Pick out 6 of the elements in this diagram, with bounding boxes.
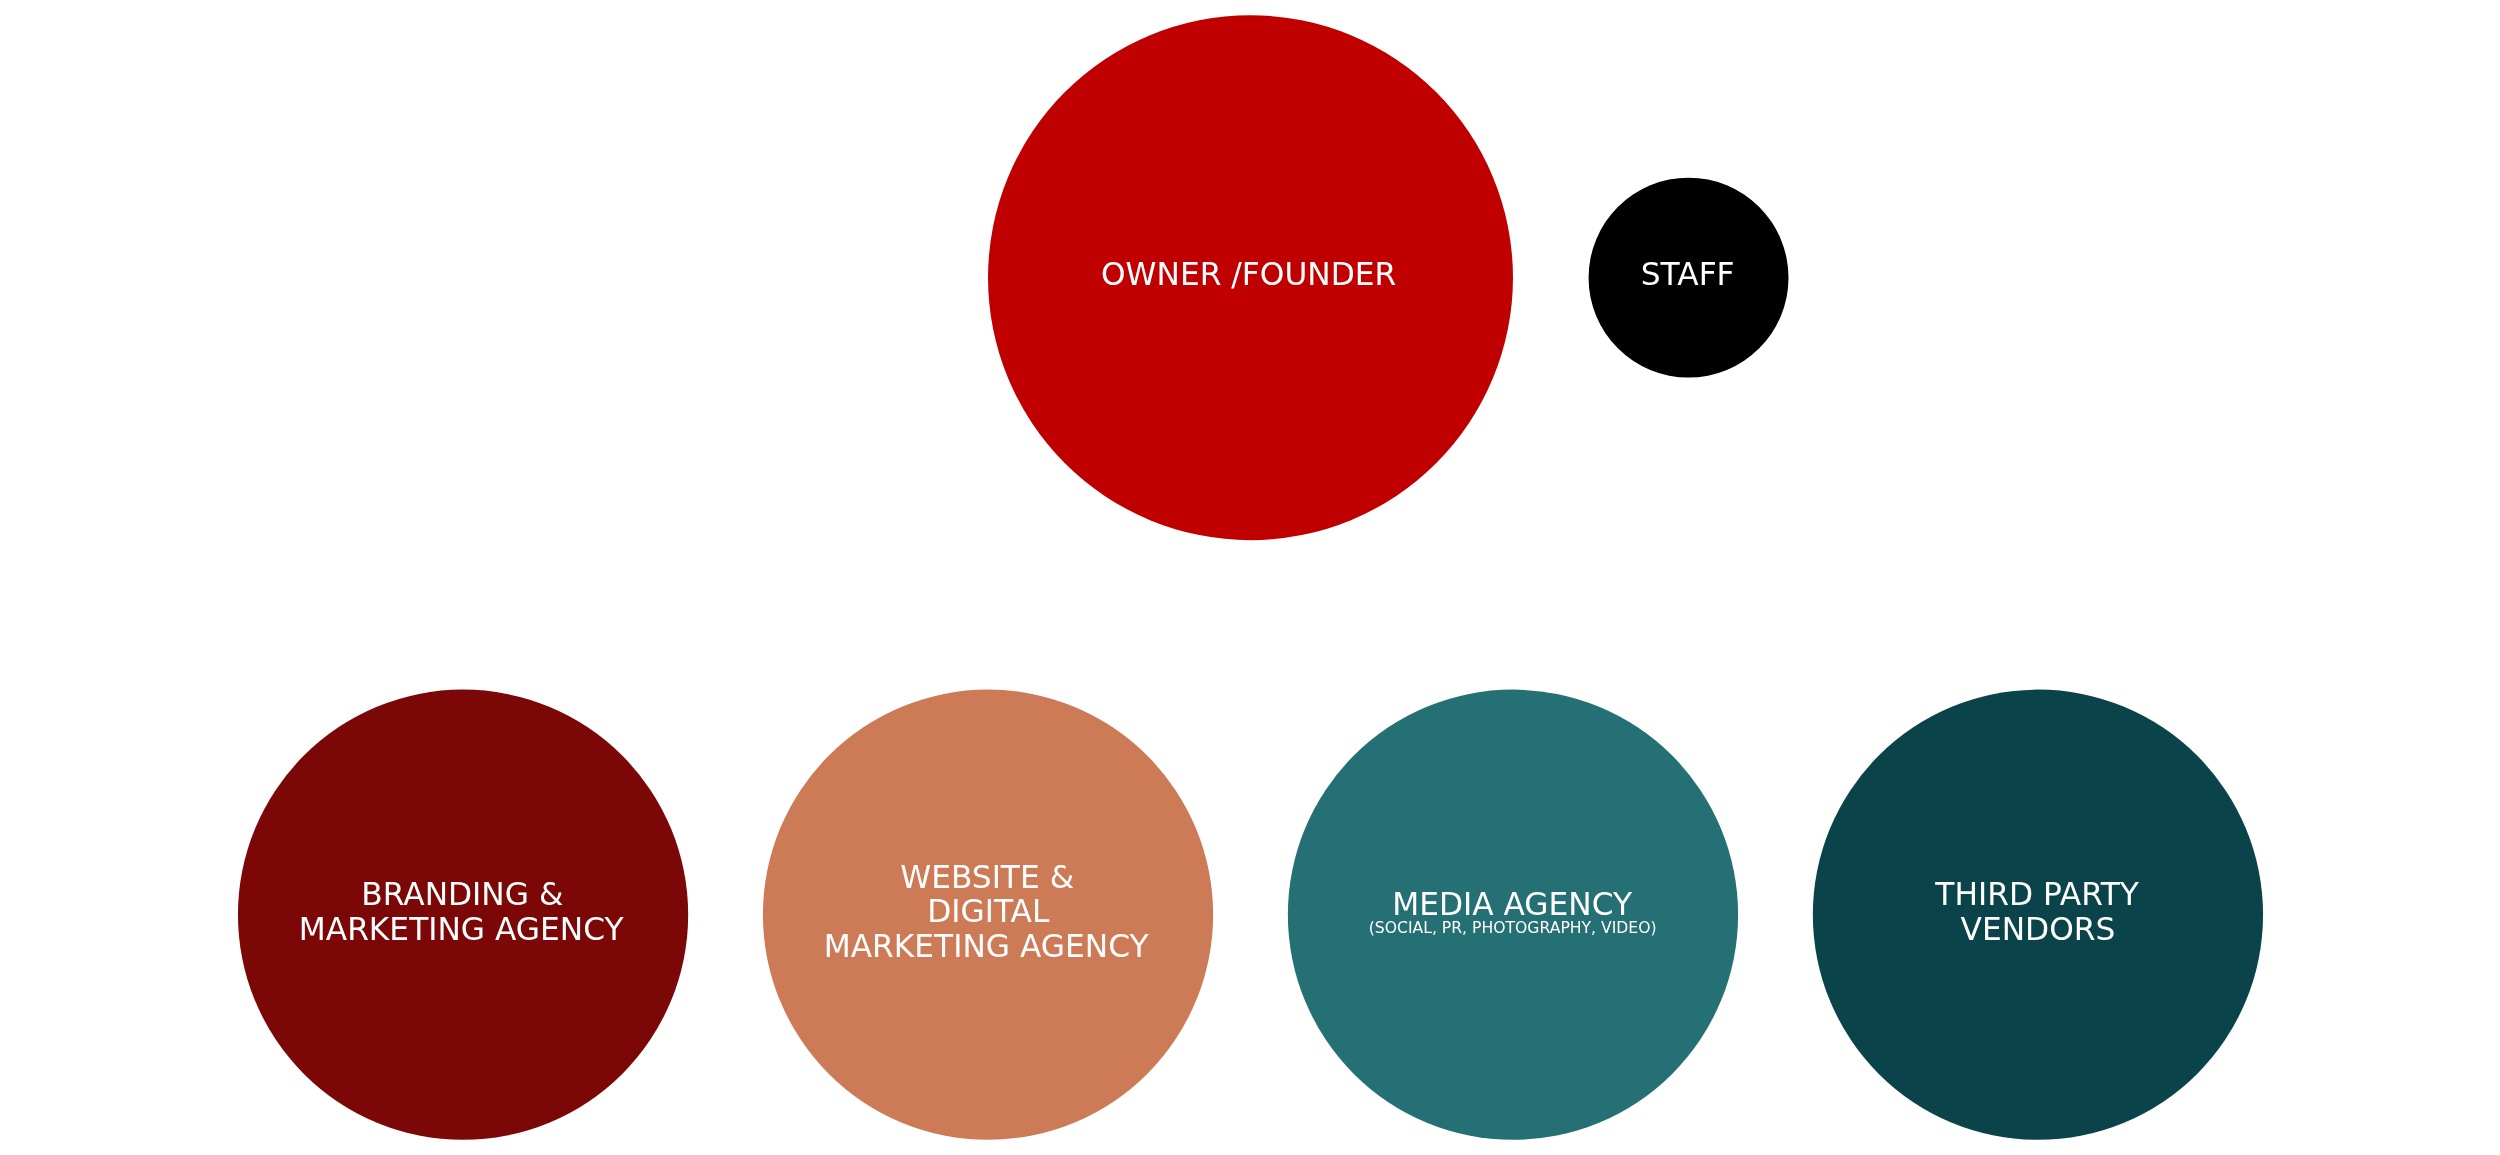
node-circle: WEBSITE & DIGITAL MARKETING AGENCY	[762, 689, 1213, 1140]
node-circle: STAFF	[1588, 177, 1788, 378]
node-circle: BRANDING & MARKETING AGENCY	[237, 689, 688, 1140]
node-circle: OWNER /FOUNDER	[987, 15, 1513, 541]
node-circle: MEDIA AGENCY (SOCIAL, PR, PHOTOGRAPHY, VIDEO)	[1287, 689, 1738, 1140]
node-circle: THIRD PARTY VENDORS	[1812, 689, 2263, 1140]
